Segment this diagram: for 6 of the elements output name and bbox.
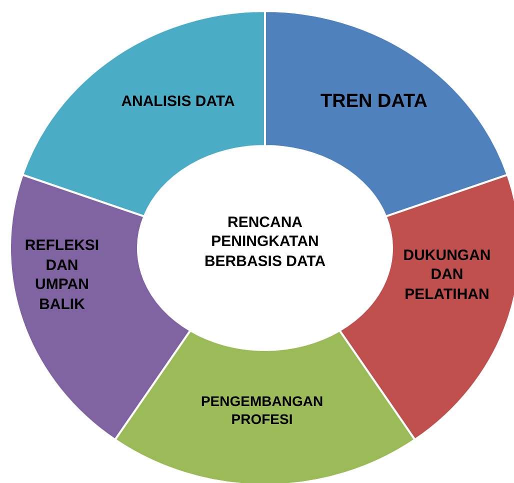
segment-label: TREN DATA [320,90,428,114]
segment-label: PENGEMBANGAN PROFESI [200,392,324,428]
segment-label: DUKUNGAN DAN PELATIHAN [402,246,492,304]
segment-label: REFLEKSI DAN UMPAN BALIK [24,236,100,314]
segment-label: ANALISIS DATA [121,92,235,112]
center-label: RENCANA PENINGKATAN BERBASIS DATA [203,212,327,272]
